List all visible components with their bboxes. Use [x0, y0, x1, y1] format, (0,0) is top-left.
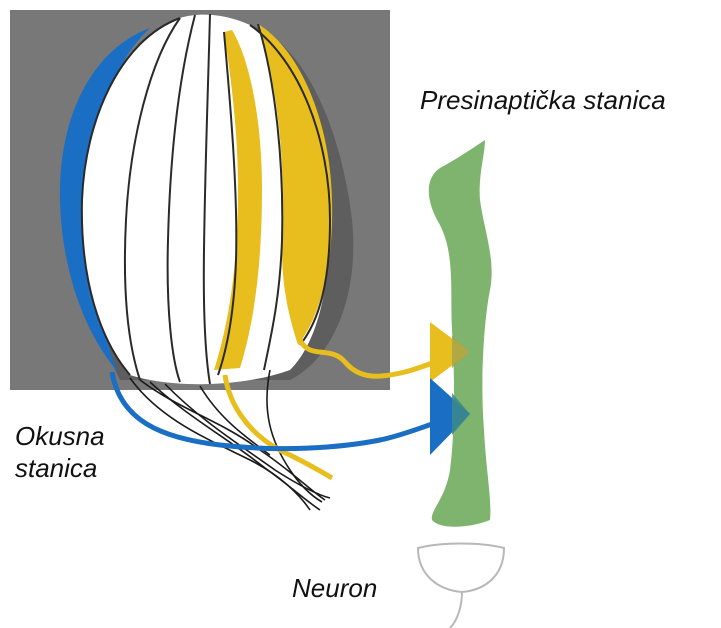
neuron-label: Neuron — [292, 572, 377, 604]
presynaptic-cell-label: Presinaptička stanica — [420, 84, 666, 116]
taste-cell-label-line1: Okusna — [15, 420, 105, 452]
neuron-shape — [418, 544, 504, 593]
taste-cell-label-line2: stanica — [15, 452, 105, 484]
neuron-axon — [450, 592, 462, 628]
taste-cell-label: Okusna stanica — [15, 420, 105, 484]
